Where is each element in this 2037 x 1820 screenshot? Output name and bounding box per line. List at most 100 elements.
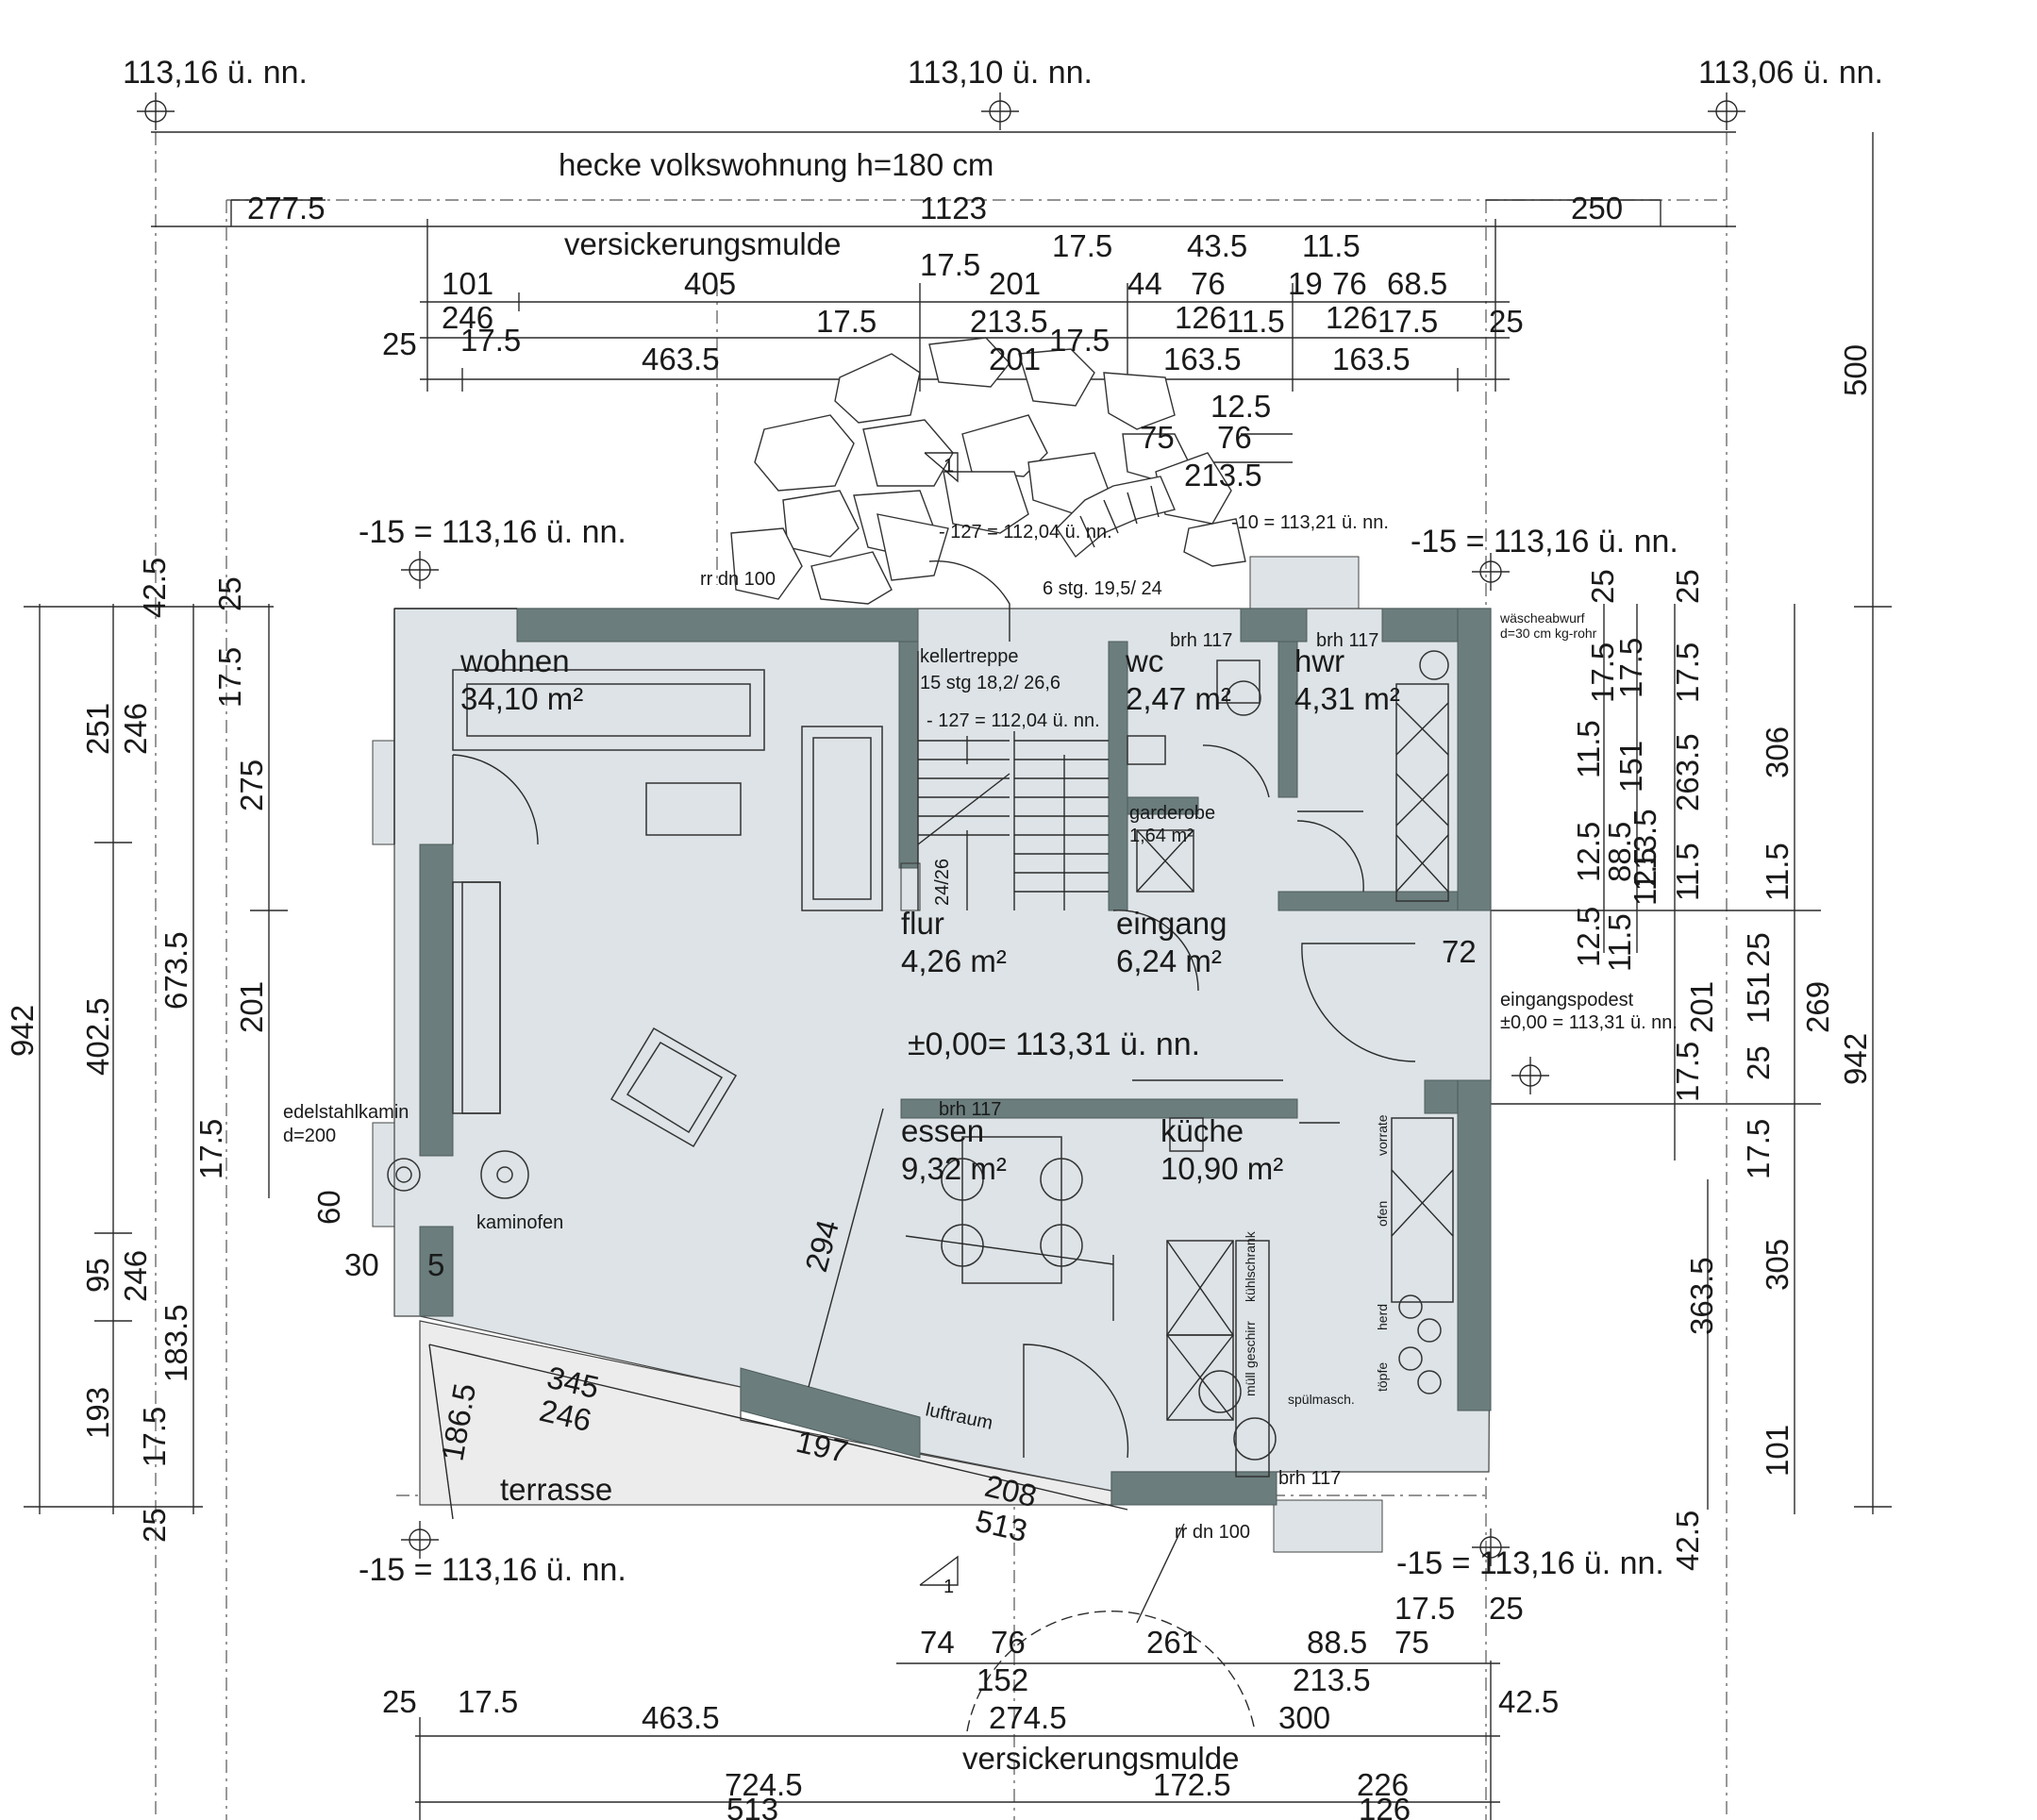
dim-right2-8: 17.5 [1670, 1042, 1705, 1102]
dim-entry-1: 76 [1217, 420, 1252, 455]
dim-right-outer-0: 500 [1838, 344, 1873, 396]
kitchen-geschirr: geschirr [1243, 1321, 1258, 1368]
dim-top2-4: 44 [1127, 266, 1162, 301]
label-slope-top: 1 [943, 456, 954, 476]
level-top-left: 113,16 ü. nn. [123, 55, 308, 91]
dim-left3-0: 42.5 [137, 558, 172, 618]
dim-right3-1: 11.5 [1760, 843, 1795, 901]
kitchen-vorrat: vorrate [1375, 1114, 1390, 1156]
dim-top4-2: 463.5 [642, 342, 720, 376]
dim-right-outer-1: 942 [1838, 1033, 1873, 1085]
dim-left4-2: 275 [234, 760, 269, 811]
dim-top2b-2: 11.5 [1302, 228, 1361, 263]
dim-top3-5: 126 [1326, 300, 1377, 335]
dim-right1-10: 11.5 [1602, 913, 1637, 972]
dim-top3-2: 213.5 [970, 304, 1048, 339]
dim-right1-0: 25 [1585, 569, 1620, 604]
garden-stones [730, 337, 1246, 605]
dim-bot3-5: 42.5 [1498, 1684, 1559, 1719]
room-kueche-name: küche [1160, 1113, 1244, 1148]
label-brh-wc: brh 117 [1170, 630, 1232, 651]
label-kellertreppe-stg: 15 stg 18,2/ 26,6 [920, 673, 1060, 693]
dim-left3-1: 246 [118, 703, 153, 755]
dim-top2-0: 101 [442, 266, 493, 301]
dim-right1-2: 11.5 [1571, 720, 1606, 778]
dim-right2-7: 25 [1741, 1045, 1776, 1080]
level-nw: -15 = 113,16 ü. nn. [359, 514, 626, 550]
dim-right3-0: 306 [1760, 726, 1795, 778]
kitchen-ofen: ofen [1375, 1201, 1390, 1227]
diagonal-dimensions [428, 1108, 1256, 1732]
dim-entry-0: 12.5 [1211, 389, 1271, 424]
dim-left-small-2: 5 [427, 1247, 444, 1282]
dim-left3-2: 673.5 [159, 931, 193, 1010]
bottom-dimension-lines [415, 1661, 1500, 1820]
dim-top2-2: 17.5 [920, 247, 980, 282]
dim-bot4-1: 172.5 [1153, 1767, 1231, 1802]
label-mulde-bottom: versickerungsmulde [962, 1741, 1239, 1776]
dim-top4-0: 25 [382, 326, 417, 361]
level-ne: -15 = 113,16 ü. nn. [1411, 524, 1678, 559]
dim-right3-4: 101 [1760, 1425, 1795, 1477]
room-eingang-area: 6,24 m² [1116, 943, 1222, 978]
dim-bot2-0: 152 [977, 1662, 1028, 1697]
label-brh-kueche: brh 117 [1278, 1468, 1341, 1489]
dim-right2-1: 17.5 [1670, 643, 1705, 703]
dim-top4-4: 17.5 [1049, 323, 1110, 358]
dim-bot3-4: 300 [1278, 1700, 1330, 1735]
dim-right2-0: 25 [1670, 569, 1705, 604]
dim-left4-3: 201 [234, 981, 269, 1033]
dim-top2-7: 76 [1332, 266, 1367, 301]
doors [452, 560, 1416, 1459]
label-brh-hwr: brh 117 [1316, 630, 1378, 651]
kitchen-kuehlschrank: kühlschrank [1243, 1230, 1258, 1302]
dim-left2-3: 193 [80, 1387, 115, 1439]
level-entry-top: -10 = 113,21 ü. nn. [1231, 512, 1389, 533]
top-dimension-lines [151, 131, 1736, 463]
dim-top3-4: 11.5 [1227, 304, 1285, 339]
dim-right2-5: 151 [1741, 972, 1776, 1024]
dim-top2-3: 201 [989, 266, 1041, 301]
dim-bot4-0: 724.5 [725, 1767, 803, 1802]
label-brh-essen: brh 117 [939, 1099, 1001, 1120]
plan-labels: hecke volkswohnung h=180 cm versickerung… [283, 147, 1634, 1776]
dim-right1-8: 11.5 [1628, 847, 1662, 906]
dim-bot3-3: 274.5 [989, 1700, 1067, 1735]
dim-right2-4: 25 [1741, 932, 1776, 967]
dim-bot3-2: 463.5 [642, 1700, 720, 1735]
dim-left4-0: 25 [212, 576, 247, 611]
dim-top2-8: 68.5 [1387, 266, 1447, 301]
dim-entry-3: 213.5 [1184, 458, 1262, 493]
dim-top4-1: 17.5 [460, 323, 521, 358]
room-eingang-name: eingang [1116, 906, 1227, 941]
dim-right1-4: 151 [1613, 741, 1648, 793]
level-labels: 113,16 ü. nn. 113,10 ü. nn. 113,06 ü. nn… [123, 55, 1883, 1588]
label-edelstahlkamin: edelstahlkamin [283, 1102, 409, 1123]
label-rr-bottom: rr dn 100 [1175, 1522, 1250, 1543]
level-stair-top: - 127 = 112,04 ü. nn. [939, 522, 1112, 543]
dim-top4-3: 201 [989, 342, 1041, 376]
dim-right3-2: 269 [1800, 981, 1835, 1033]
dim-right1-1: 17.5 [1585, 643, 1620, 703]
dim-top2b-0: 17.5 [1052, 228, 1112, 263]
room-labels: wohnen 34,10 m² wc 2,47 m² hwr 4,31 m² g… [459, 643, 1400, 1186]
kitchen-toepfe: töpfe [1375, 1362, 1390, 1392]
dim-top4-5: 163.5 [1163, 342, 1242, 376]
kitchen-spuelmasch: spülmasch. [1288, 1392, 1355, 1407]
label-terrasse: terrasse [500, 1472, 612, 1507]
level-sw: -15 = 113,16 ü. nn. [359, 1552, 626, 1588]
room-hwr-area: 4,31 m² [1294, 681, 1400, 716]
dim-left3-6: 25 [137, 1508, 172, 1543]
dim-right1-11: 72 [1442, 934, 1477, 969]
dim-right1-7: 213.5 [1628, 809, 1662, 887]
label-stair-dims: 24/26 [932, 859, 953, 906]
side-dimension-lines [24, 132, 1892, 1514]
dim-top3-6: 17.5 [1377, 304, 1438, 339]
walls [393, 608, 1492, 1506]
dim-top3-3: 126 [1175, 300, 1227, 335]
dim-bot1-1: 76 [991, 1625, 1026, 1660]
label-stufen: 6 stg. 19,5/ 24 [1043, 578, 1162, 599]
kitchen-muell: müll [1243, 1372, 1258, 1396]
level-top-mid: 113,10 ü. nn. [908, 55, 1093, 91]
level-se: -15 = 113,16 ü. nn. [1396, 1545, 1664, 1581]
